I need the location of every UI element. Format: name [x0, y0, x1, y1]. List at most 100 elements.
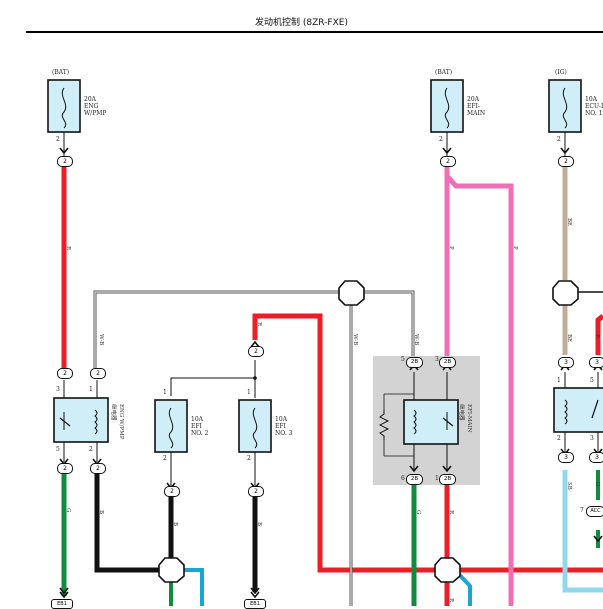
pin-relay-3: 3 [56, 386, 60, 393]
wire-black-ground [94, 472, 168, 573]
connector-eb-b: EB1 [244, 599, 266, 609]
fuse-efi-main [430, 79, 464, 133]
relay-eng-wpmp [53, 397, 109, 443]
wirecode-wb-3: W-B [413, 334, 419, 346]
pin-ig-2: 2 [557, 435, 561, 442]
pin-ig-3: 3 [590, 435, 594, 442]
connector-2-h: 2 [248, 346, 264, 357]
connector-2-i: 2 [164, 486, 180, 497]
pin-relay-1: 1 [89, 386, 93, 393]
wirecode-r-3: R [448, 510, 454, 515]
fuse-ecu-ig [548, 79, 582, 133]
wire-pink-branch [445, 174, 514, 606]
pin-engwpmp-2: 2 [56, 136, 60, 143]
connector-3-b: 3 [589, 357, 603, 368]
connector-2-e: 2 [90, 368, 106, 379]
connector-3-c: 3 [558, 452, 574, 463]
pin-ig-1: 1 [557, 377, 561, 384]
source-bat-1: (BAT) [52, 69, 70, 76]
connector-2-c: 2 [558, 156, 574, 167]
connector-2-j: 2 [248, 486, 264, 497]
source-bat-2: (BAT) [435, 69, 453, 76]
wirecode-sb: SB [566, 482, 572, 490]
relay-eng-wpmp-label: ENG W/PMP 继电器 [110, 404, 124, 440]
connector-2-f: 2 [57, 463, 73, 474]
pin-acc-7: 7 [580, 507, 584, 514]
pin-ecuig-2: 2 [557, 136, 561, 143]
connector-3-d: 3 [589, 452, 603, 463]
wire-thin-feed [170, 377, 255, 396]
connector-2b-c: 2B [406, 474, 423, 485]
connector-eb-a: EB1 [51, 599, 73, 609]
fuse-efi-no3 [238, 399, 272, 453]
fuse-efi-no2-amp: 10A [191, 416, 203, 423]
pin-efimain-2: 2 [439, 136, 443, 143]
fuse-eng-wpmp-name: ENG W/PMP [84, 103, 107, 117]
pin-efi-6: 6 [401, 475, 405, 482]
wirecode-g-3: G [594, 482, 600, 487]
relay-efi-main [373, 356, 480, 485]
wire-cyan-left [178, 568, 204, 606]
fuse-efi-no3-amp: 10A [275, 416, 287, 423]
pin-efi2-2: 2 [163, 455, 167, 462]
fuse-efi-no2-name: EFI NO. 2 [191, 423, 209, 437]
junction-ig [552, 280, 579, 306]
fuse-ecu-ig-name: ECU-I NO. 1 [585, 103, 603, 117]
wirecode-wb-2: W-B [352, 334, 358, 346]
pin-relay-2: 2 [89, 446, 93, 453]
connector-2b-d: 2B [439, 474, 456, 485]
pin-efi3-2: 2 [247, 455, 251, 462]
wirecode-p-1: P [448, 246, 454, 250]
connector-3-a: 3 [558, 357, 574, 368]
page-title: 发动机控制 (8ZR-FXE) [255, 18, 348, 28]
connector-2-g: 2 [90, 463, 106, 474]
wire-wb-b [364, 290, 415, 356]
fuse-ecu-ig-amp: 10A [585, 96, 597, 103]
pin-efi-3: 3 [435, 356, 439, 363]
connector-2-b: 2 [440, 156, 456, 167]
wirecode-r-1: R [65, 246, 71, 251]
pin-efi-1: 1 [435, 475, 439, 482]
connector-2b-b: 2B [439, 357, 456, 368]
junction-dot [253, 376, 257, 380]
wire-red-right [595, 314, 603, 355]
fuse-efi-main-amp: 20A [467, 96, 479, 103]
wirecode-p-2: P [512, 246, 518, 250]
wirecode-be-1: BE [566, 218, 572, 227]
wirecode-b-3: B [256, 522, 262, 527]
wirecode-wb-1: W-B [98, 334, 104, 346]
wirecode-b-1: B [98, 510, 104, 515]
wirecode-r-5: R [594, 334, 600, 339]
fuse-eng-wpmp-amp: 20A [84, 96, 96, 103]
wirecode-r-2: R [256, 322, 262, 327]
connector-2-d: 2 [57, 368, 73, 379]
fuse-eng-wpmp [47, 79, 81, 133]
wire-wb-a [93, 290, 340, 368]
relay-efi-main-label: EFI-MAIN 继电器 [458, 404, 472, 433]
wirecode-be-2: BE [566, 334, 572, 343]
pin-efi3-1: 1 [247, 389, 251, 396]
junction-right [434, 557, 461, 583]
wire-lightblue-sb [562, 470, 603, 593]
pin-efi-5: 5 [401, 356, 405, 363]
wirecode-b-2: B [172, 522, 178, 527]
pin-efi2-1: 1 [163, 389, 167, 396]
pin-relay-5: 5 [56, 446, 60, 453]
fuse-efi-no3-name: EFI NO. 3 [275, 423, 293, 437]
connector-2b-a: 2B [406, 357, 423, 368]
fuse-efi-main-name: EFI- MAIN [467, 103, 486, 117]
pin-ig-5: 5 [590, 377, 594, 384]
connector-arrows [59, 147, 603, 599]
relay-ig [553, 387, 603, 433]
connector-acc: ACC [586, 506, 603, 517]
wirecode-g-2: G [415, 510, 421, 515]
junction-left [158, 557, 185, 583]
connector-2-a: 2 [57, 156, 73, 167]
wirecode-r-4: R [448, 598, 454, 603]
junction-top [338, 280, 365, 306]
fuse-efi-no2 [154, 399, 188, 453]
wirecode-g-1: G [65, 508, 71, 513]
source-ig: (IG) [555, 69, 567, 76]
